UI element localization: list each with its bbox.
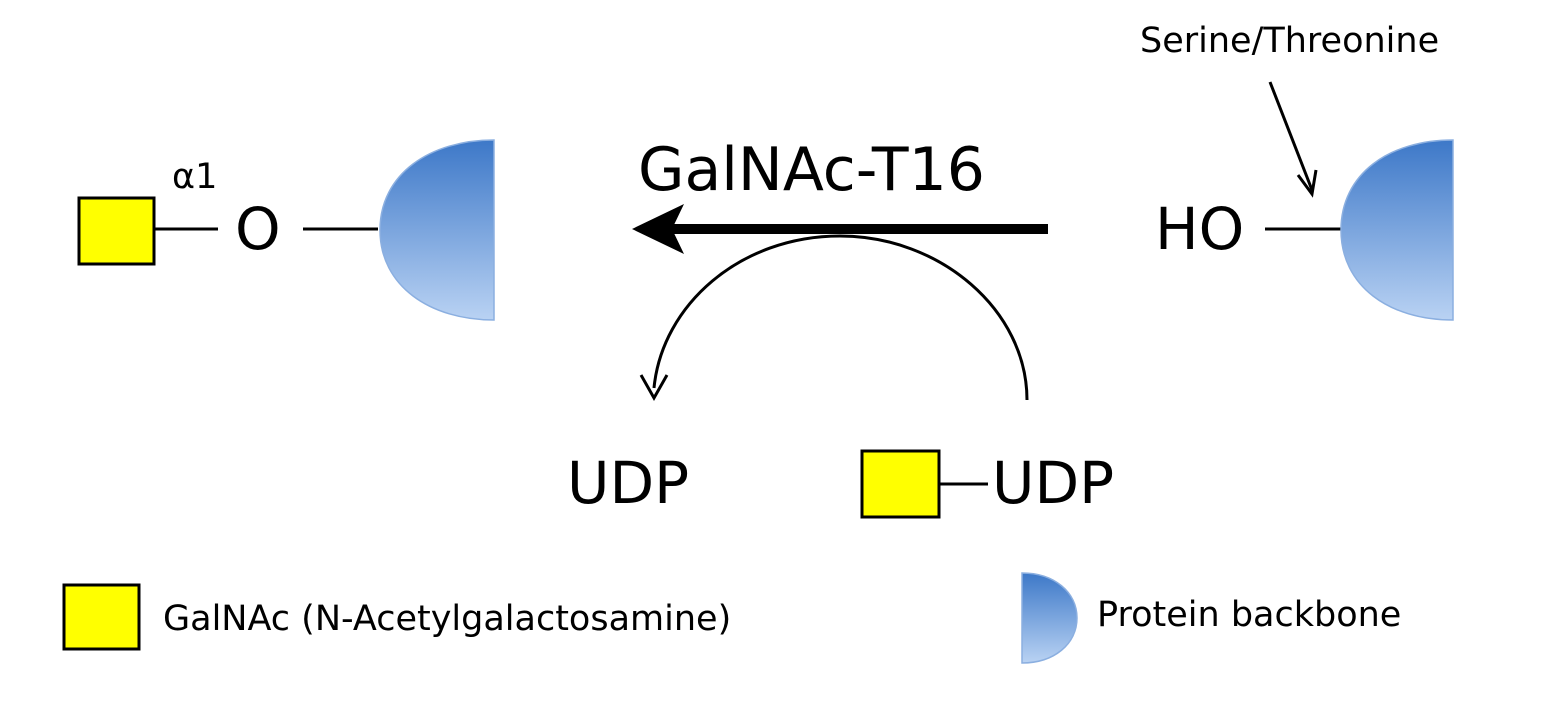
cofactor-arrowhead [639, 374, 669, 402]
product-protein-backbone-icon [379, 139, 495, 321]
residue-label: Serine/Threonine [1140, 21, 1440, 61]
hydroxyl-label: HO [1155, 195, 1245, 263]
oxygen-label: O [235, 195, 281, 263]
cofactor-curved-arrow [652, 234, 1029, 401]
reaction-arrowhead [632, 204, 684, 254]
residue-pointer-arrow [1268, 81, 1314, 191]
legend-protein-label: Protein backbone [1097, 595, 1402, 635]
enzyme-label: GalNAc-T16 [638, 135, 985, 205]
product-galnac-square-icon [77, 196, 156, 266]
substrate-protein-backbone-icon [1340, 139, 1454, 321]
residue-pointer-arrowhead [1296, 169, 1318, 198]
released-udp-label: UDP [567, 449, 690, 517]
linkage-label: α1 [172, 157, 218, 197]
legend-galnac-label: GalNAc (N-Acetylgalactosamine) [163, 599, 732, 639]
legend-protein-backbone-icon [1021, 572, 1078, 664]
legend-galnac-square-icon [62, 583, 141, 651]
donor-udp-label: UDP [992, 449, 1115, 517]
donor-galnac-square-icon [860, 449, 941, 519]
